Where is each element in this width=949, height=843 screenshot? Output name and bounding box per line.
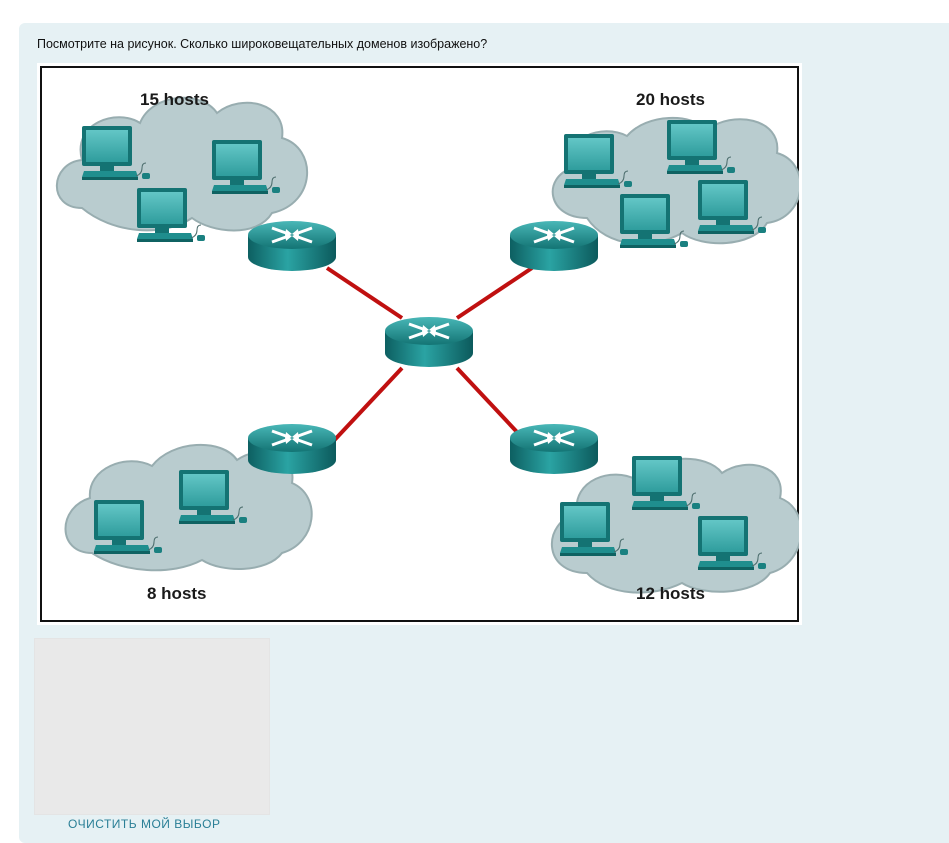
- answer-area[interactable]: [34, 638, 270, 815]
- network-figure: 15 hosts 20 hosts 8 hosts 12 hosts: [37, 63, 802, 625]
- label-top-right: 20 hosts: [636, 90, 705, 109]
- router-bottom-right-icon: [508, 422, 600, 476]
- router-center-icon: [383, 315, 475, 369]
- network-diagram: 15 hosts 20 hosts 8 hosts 12 hosts: [55, 90, 799, 603]
- label-bottom-left: 8 hosts: [147, 584, 207, 603]
- router-top-left-icon: [246, 219, 338, 273]
- clear-choice-link[interactable]: ОЧИСТИТЬ МОЙ ВЫБОР: [68, 817, 221, 831]
- figure-border: 15 hosts 20 hosts 8 hosts 12 hosts: [40, 66, 799, 622]
- label-top-left: 15 hosts: [140, 90, 209, 109]
- question-text: Посмотрите на рисунок. Сколько широковещ…: [37, 37, 488, 51]
- label-bottom-right: 12 hosts: [636, 584, 705, 603]
- router-bottom-left-icon: [246, 422, 338, 476]
- router-top-right-icon: [508, 219, 600, 273]
